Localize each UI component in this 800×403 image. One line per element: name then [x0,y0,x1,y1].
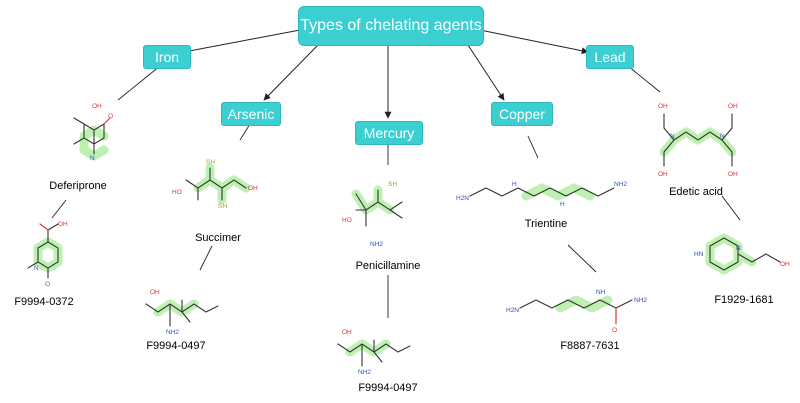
category-node-arsenic[interactable]: Arsenic [221,102,281,126]
atom-label-oh: OH [248,185,258,192]
atom-label-hn: HN [694,251,704,258]
atom-label-o: O [612,327,617,334]
atom-label-oh: OH [150,289,160,296]
compound-label-f9994-0372: F9994-0372 [14,296,74,308]
structure-trientine: H2N H H NH2 [456,181,627,208]
structure-f9994-0372: OH N O [27,221,68,288]
atom-label-n: N [736,245,741,252]
structure-succimer: HO OH SH SH [172,159,258,210]
link-edetic-acid-f1929-1681 [721,195,741,221]
atom-label-sh: SH [388,181,397,188]
atom-label-sh: SH [206,159,215,166]
arrow-root-to-copper [467,44,505,101]
atom-label-n: N [90,155,95,162]
atom-label-oh: OH [58,221,68,228]
compound-label-f8887-7631: F8887-7631 [560,340,620,352]
atom-label-oh: OH [92,103,102,110]
compound-label-trientine: Trientine [524,218,568,230]
atom-label-nh: NH [596,289,606,296]
atom-label-oh: OH [780,261,790,268]
arrow-root-to-arsenic [263,44,319,101]
link-lead-edetic-acid [627,65,661,93]
structure-edetic-acid: OH OH OH OH N N [658,103,738,178]
link-deferiprone-f9994-0372 [51,199,67,219]
atom-label-nh2: NH2 [614,181,627,188]
atom-label-ho: HO [342,217,352,224]
atom-label-oh: OH [728,171,738,178]
arrow-root-to-iron [183,29,301,55]
category-node-copper[interactable]: Copper [491,102,553,126]
compound-label-f9994-0497-b: F9994-0497 [358,382,418,394]
atom-label-o: O [45,281,50,288]
atom-label-oh: OH [342,329,352,336]
atom-label-h2n: H2N [456,195,469,202]
structure-f9994-0497-b: OH NH2 [337,329,411,376]
root-node[interactable]: Types of chelating agents [298,6,484,46]
structure-f1929-1681: HN N OH [694,233,790,275]
category-node-lead[interactable]: Lead [586,45,634,69]
atom-label-oh: OH [658,103,668,110]
atom-label-n: N [720,133,725,140]
category-node-iron[interactable]: Iron [143,45,191,69]
compound-label-f1929-1681: F1929-1681 [714,294,774,306]
atom-label-nh2: NH2 [634,297,647,304]
category-node-mercury[interactable]: Mercury [355,121,423,145]
atom-label-nh2: NH2 [370,241,383,248]
atom-label-oh: OH [658,171,668,178]
arrow-root-to-lead [479,29,589,55]
atom-label-h2n: H2N [506,307,519,314]
structure-penicillamine: SH HO NH2 [342,181,403,248]
compound-label-succimer: Succimer [195,232,241,244]
atom-label-h: H [512,181,517,188]
compound-label-f9994-0497-a: F9994-0497 [146,340,206,352]
atom-label-sh: SH [218,203,227,210]
link-arsenic-succimer [239,123,251,141]
atom-label-nh2: NH2 [358,369,371,376]
link-trientine-f8887-7631 [567,244,597,273]
atom-label-n: N [670,133,675,140]
link-iron-deferiprone [117,65,161,101]
atom-label-ho: HO [172,189,182,196]
structure-deferiprone: OH O N [73,103,113,162]
compound-label-penicillamine: Penicillamine [355,260,421,272]
structure-f8887-7631: H2N NH NH2 O [506,289,647,334]
link-copper-trientine [527,135,539,159]
atom-label-oh: OH [728,103,738,110]
compound-label-deferiprone: Deferiprone [49,180,107,192]
compound-label-edetic-acid: Edetic acid [669,186,723,198]
atom-label-o: O [108,113,113,120]
structure-f9994-0497-a: OH NH2 [145,289,219,336]
atom-label-n: N [34,265,39,272]
atom-label-h: H [560,201,565,208]
atom-label-nh2: NH2 [166,329,179,336]
link-succimer-f9994-0497 [199,245,213,271]
